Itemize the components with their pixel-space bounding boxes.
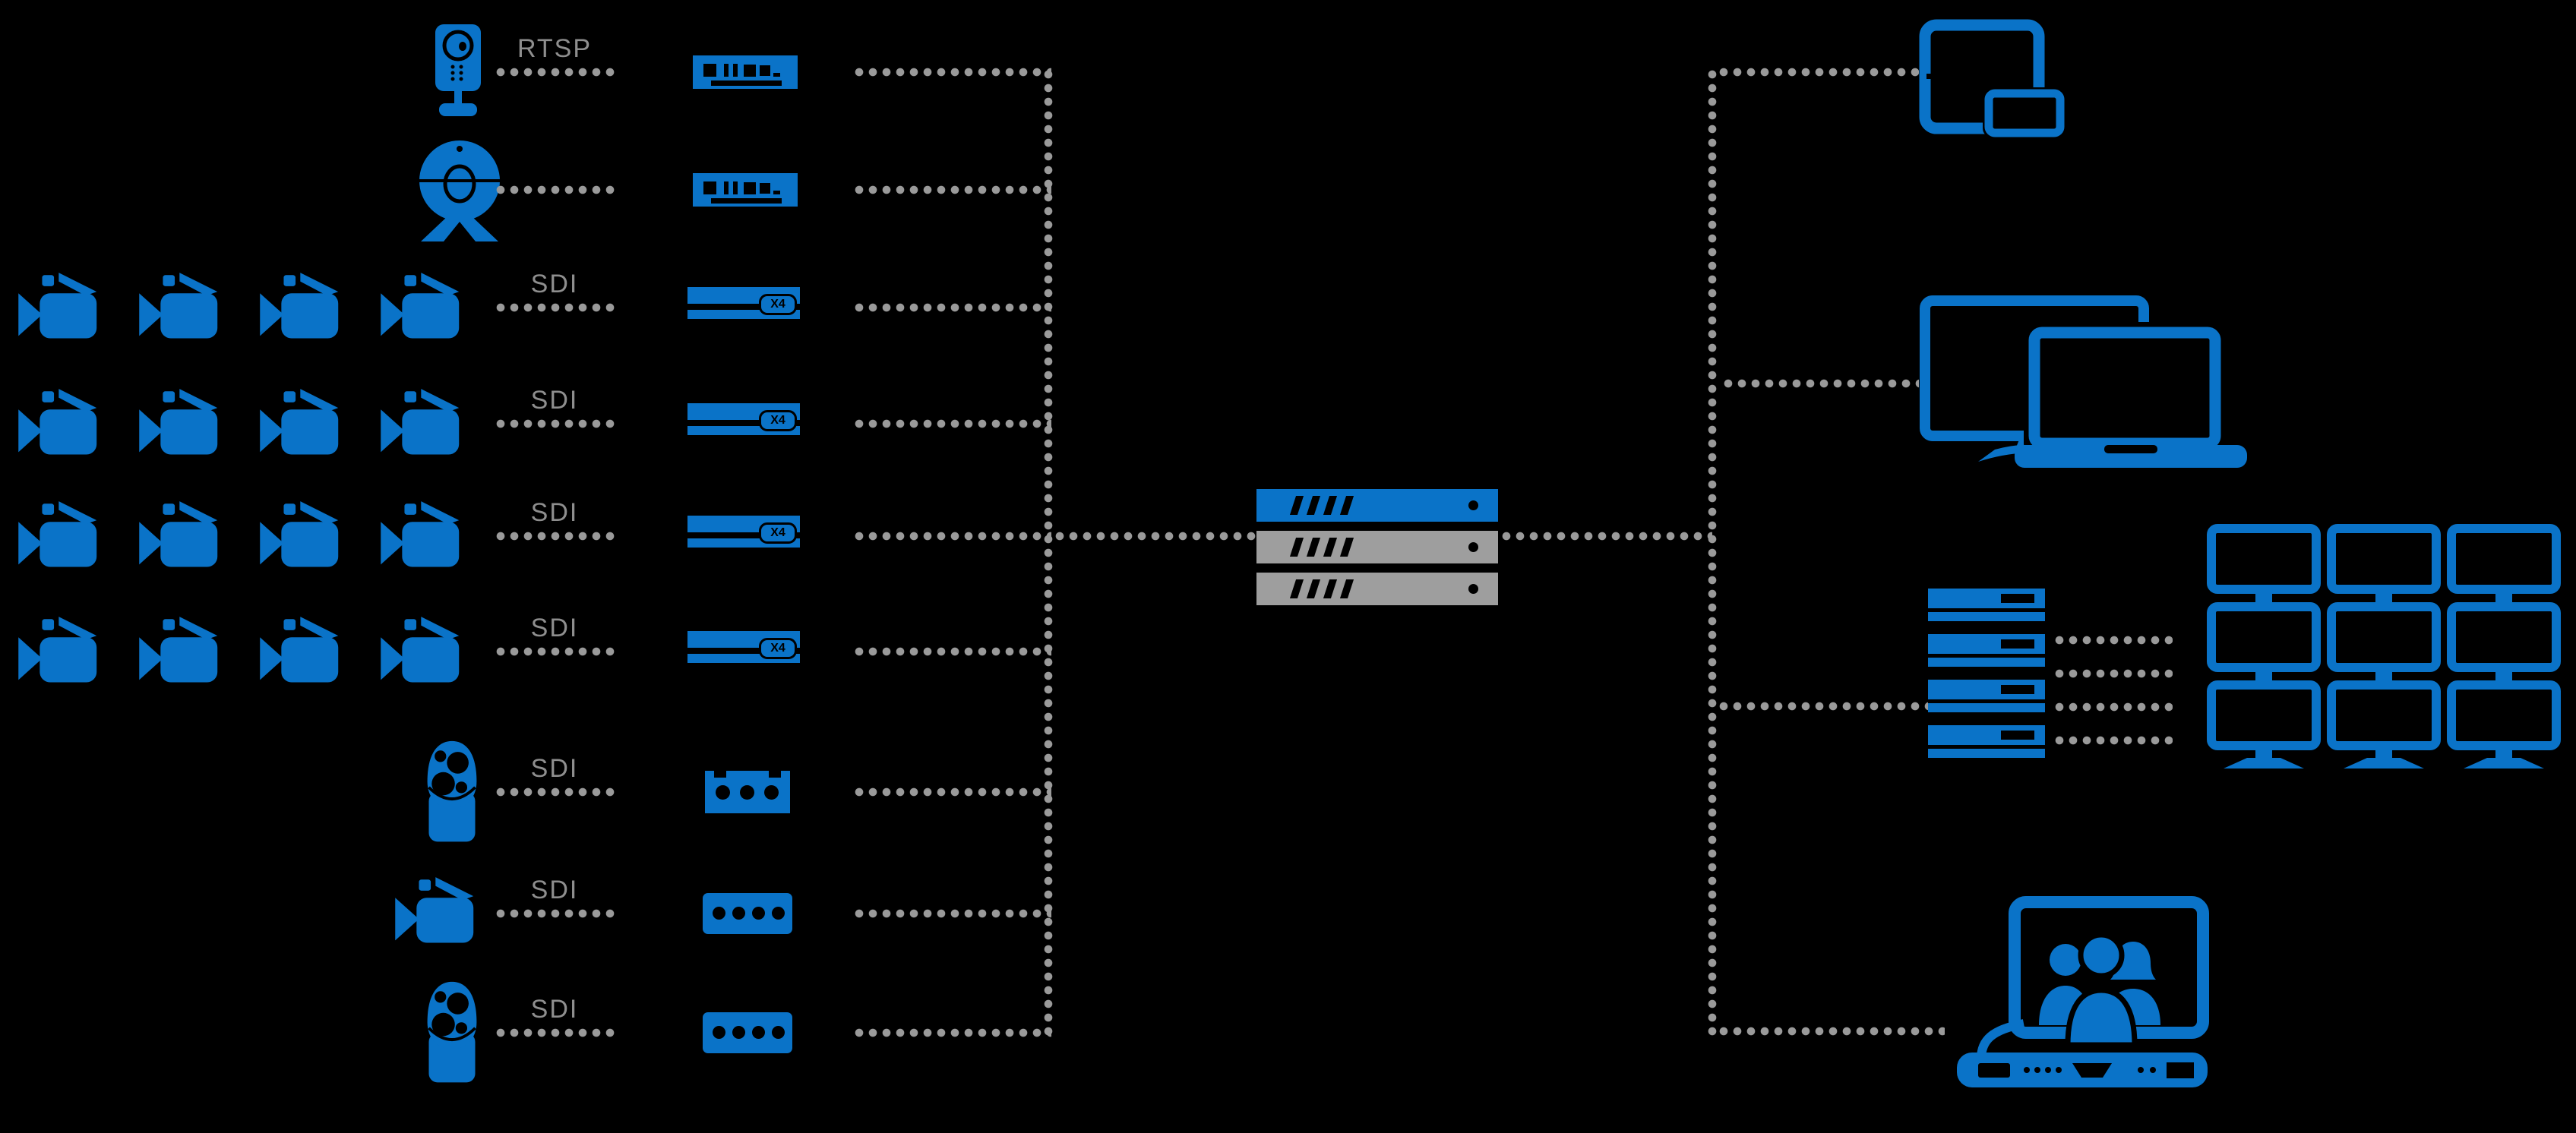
video-camera-icon bbox=[136, 386, 231, 465]
encoder-uplink-dots bbox=[852, 647, 1051, 656]
sdi-camera-group bbox=[15, 270, 473, 349]
x4-badge: X4 bbox=[759, 294, 797, 315]
encoder-uplink-dots bbox=[852, 419, 1051, 428]
video-camera-icon bbox=[15, 498, 110, 577]
video-camera-icon bbox=[378, 386, 473, 465]
endpoint-link-dots bbox=[1717, 1027, 1945, 1036]
streaming-encoder bbox=[693, 173, 798, 207]
wall-link-dots bbox=[2053, 636, 2173, 645]
server-led bbox=[1468, 500, 1478, 510]
server-ingest-dots bbox=[1053, 532, 1256, 541]
encoder-uplink-dots bbox=[852, 185, 1051, 194]
decoder-unit bbox=[1928, 725, 2045, 758]
ingest-bus-line bbox=[1044, 68, 1053, 1037]
wall-link-dots bbox=[2053, 702, 2173, 712]
decoder-unit bbox=[1928, 680, 2045, 712]
video-conference-icon bbox=[1957, 896, 2209, 1087]
decoder-unit bbox=[1928, 589, 2045, 621]
camera-link-dots bbox=[494, 909, 617, 918]
video-camera-icon bbox=[257, 386, 352, 465]
x4-encoder: X4 bbox=[687, 287, 800, 319]
server-vents bbox=[1289, 538, 1354, 557]
x4-encoder: X4 bbox=[687, 631, 800, 663]
video-camera-icon bbox=[257, 498, 352, 577]
protocol-label-sdi: SDI bbox=[530, 498, 579, 527]
usb-webcam-icon bbox=[419, 140, 500, 241]
encoder-uplink-dots bbox=[852, 303, 1051, 312]
server-led bbox=[1468, 584, 1478, 594]
video-wall-icon bbox=[2207, 524, 2561, 768]
camera-link-dots bbox=[494, 303, 617, 312]
server-egress-dots bbox=[1500, 532, 1712, 541]
video-camera-icon bbox=[136, 498, 231, 577]
camera-link-dots bbox=[494, 787, 617, 797]
ptz-dome-camera-icon bbox=[419, 738, 485, 847]
ptz-dome-camera-icon bbox=[419, 979, 485, 1087]
protocol-label-sdi: SDI bbox=[530, 876, 579, 904]
server-unit-tertiary bbox=[1256, 573, 1498, 605]
delivery-bus-line bbox=[1708, 68, 1717, 1036]
camera-link-dots bbox=[494, 185, 617, 194]
sdi-camera-group bbox=[15, 386, 473, 465]
server-vents bbox=[1289, 496, 1354, 515]
x4-encoder: X4 bbox=[687, 403, 800, 435]
camera-link-dots bbox=[494, 68, 617, 77]
tablet-and-phone-icon bbox=[1919, 19, 2065, 137]
server-led bbox=[1468, 542, 1478, 552]
video-camera-icon bbox=[257, 270, 352, 349]
protocol-label-sdi: SDI bbox=[530, 386, 579, 415]
desktop-and-laptop-icon bbox=[1920, 295, 2247, 468]
sdi-camera-group bbox=[15, 614, 473, 693]
x4-badge: X4 bbox=[759, 410, 797, 431]
camera-link-dots bbox=[494, 532, 617, 541]
x4-encoder: X4 bbox=[687, 516, 800, 548]
protocol-label-sdi: SDI bbox=[530, 995, 579, 1024]
video-camera-icon bbox=[378, 270, 473, 349]
video-camera-icon bbox=[15, 614, 110, 693]
encoder-uplink-dots bbox=[852, 1028, 1051, 1037]
video-camera-icon bbox=[15, 386, 110, 465]
endpoint-link-dots bbox=[1717, 702, 1928, 711]
sdi-capture-encoder bbox=[705, 771, 790, 813]
camera-link-dots bbox=[494, 647, 617, 656]
streaming-encoder bbox=[693, 55, 798, 89]
video-camera-icon bbox=[136, 614, 231, 693]
server-unit-primary bbox=[1256, 489, 1498, 522]
decoder-unit bbox=[1928, 634, 2045, 667]
video-camera-icon bbox=[378, 614, 473, 693]
ip-camera-icon bbox=[435, 24, 481, 116]
video-camera-icon bbox=[378, 498, 473, 577]
encoder-uplink-dots bbox=[852, 909, 1051, 918]
encoder-uplink-dots bbox=[852, 532, 1051, 541]
video-camera-icon bbox=[15, 270, 110, 349]
protocol-label-sdi: SDI bbox=[530, 754, 579, 783]
video-camera-icon bbox=[257, 614, 352, 693]
wall-link-dots bbox=[2053, 669, 2173, 678]
protocol-label-sdi: SDI bbox=[530, 614, 579, 642]
protocol-label-sdi: SDI bbox=[530, 270, 579, 298]
x4-badge: X4 bbox=[759, 522, 797, 544]
decoder-stack bbox=[1928, 589, 2045, 771]
wall-link-dots bbox=[2053, 736, 2173, 745]
quad-port-encoder bbox=[703, 1012, 792, 1053]
camera-link-dots bbox=[494, 1028, 617, 1037]
endpoint-link-dots bbox=[1717, 68, 1919, 77]
encoder-uplink-dots bbox=[852, 787, 1051, 797]
endpoint-link-dots bbox=[1721, 379, 1919, 388]
video-camera-icon bbox=[392, 874, 487, 953]
quad-port-encoder bbox=[703, 893, 792, 934]
camera-link-dots bbox=[494, 419, 617, 428]
server-vents bbox=[1289, 579, 1354, 598]
sdi-camera-group bbox=[15, 498, 473, 577]
encoder-uplink-dots bbox=[852, 68, 1051, 77]
server-unit-secondary bbox=[1256, 531, 1498, 563]
x4-badge: X4 bbox=[759, 638, 797, 659]
video-camera-icon bbox=[136, 270, 231, 349]
protocol-label-rtsp: RTSP bbox=[517, 34, 593, 63]
